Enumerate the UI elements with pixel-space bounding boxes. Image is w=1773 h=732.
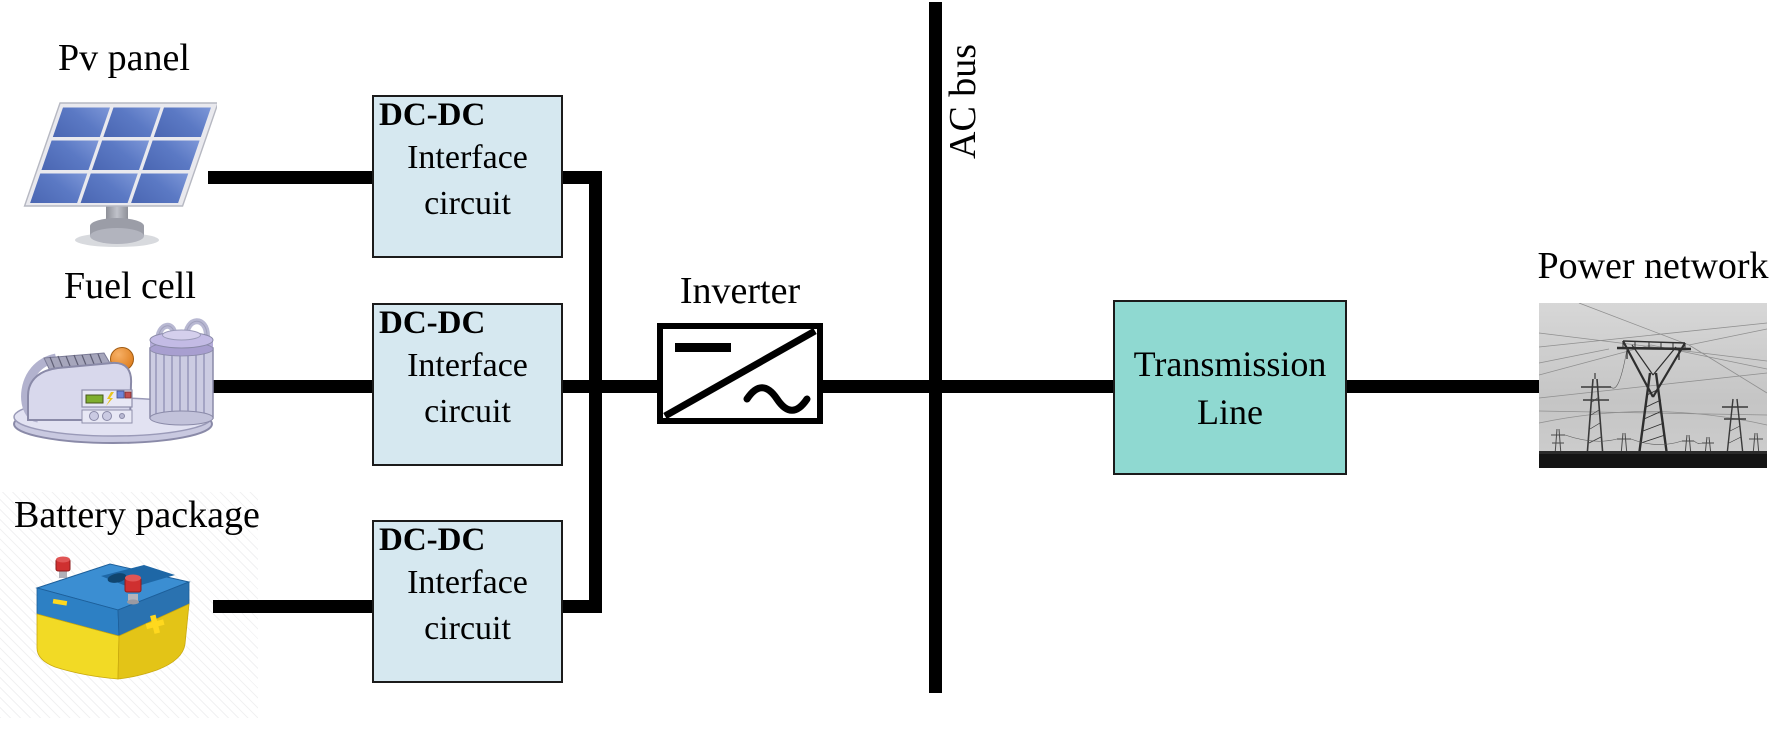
dcdc-line1: Interface bbox=[407, 139, 528, 176]
battery-terminal-center bbox=[124, 574, 142, 605]
dc-ac-inverter-symbol-icon bbox=[663, 327, 817, 420]
wire-dcdc2-to-inverter bbox=[563, 380, 657, 393]
fuel-cell-image bbox=[8, 300, 218, 445]
dcdc-interface-box-fuelcell: DC-DC Interface circuit bbox=[372, 303, 563, 466]
fuel-cell-icon bbox=[13, 318, 214, 444]
battery-terminal-left bbox=[55, 556, 71, 578]
battery-icon bbox=[35, 556, 191, 680]
wire-fuelcell-to-dcdc bbox=[210, 380, 372, 393]
wire-battery-to-dcdc bbox=[213, 600, 372, 613]
ac-bus-line bbox=[929, 2, 942, 693]
dcdc-title: DC-DC bbox=[379, 305, 486, 341]
wire-dc-collector-bus bbox=[589, 171, 602, 613]
inverter-box bbox=[657, 323, 823, 424]
wire-pv-to-dcdc bbox=[208, 171, 372, 184]
inverter-label: Inverter bbox=[679, 270, 801, 312]
transmission-line-box: Transmission Line bbox=[1113, 300, 1347, 475]
dcdc-line2: circuit bbox=[424, 610, 511, 647]
pv-panel-label: Pv panel bbox=[58, 37, 190, 79]
dcdc-title: DC-DC bbox=[379, 522, 486, 558]
solar-panel-icon bbox=[23, 102, 220, 247]
dcdc-line2: circuit bbox=[424, 185, 511, 222]
battery-image bbox=[25, 548, 205, 688]
pv-panel-image bbox=[2, 80, 220, 250]
ac-bus-label: AC bus bbox=[942, 43, 984, 159]
power-network-label: Power network bbox=[1537, 245, 1769, 287]
dcdc-interface-box-pv: DC-DC Interface circuit bbox=[372, 95, 563, 258]
battery-label: Battery package bbox=[14, 494, 260, 536]
power-network-photo bbox=[1538, 302, 1768, 468]
wire-transmission-to-network bbox=[1347, 380, 1539, 393]
transmission-line1: Transmission bbox=[1133, 343, 1327, 384]
dcdc-title: DC-DC bbox=[379, 97, 486, 133]
transmission-line2: Line bbox=[1197, 391, 1263, 432]
wire-inverter-to-transmission bbox=[823, 380, 1113, 393]
dcdc-interface-box-battery: DC-DC Interface circuit bbox=[372, 520, 563, 683]
fuel-cell-label: Fuel cell bbox=[64, 265, 196, 307]
dcdc-line2: circuit bbox=[424, 393, 511, 430]
dcdc-line1: Interface bbox=[407, 564, 528, 601]
dcdc-line1: Interface bbox=[407, 347, 528, 384]
transmission-towers-photo-icon bbox=[1538, 302, 1768, 468]
